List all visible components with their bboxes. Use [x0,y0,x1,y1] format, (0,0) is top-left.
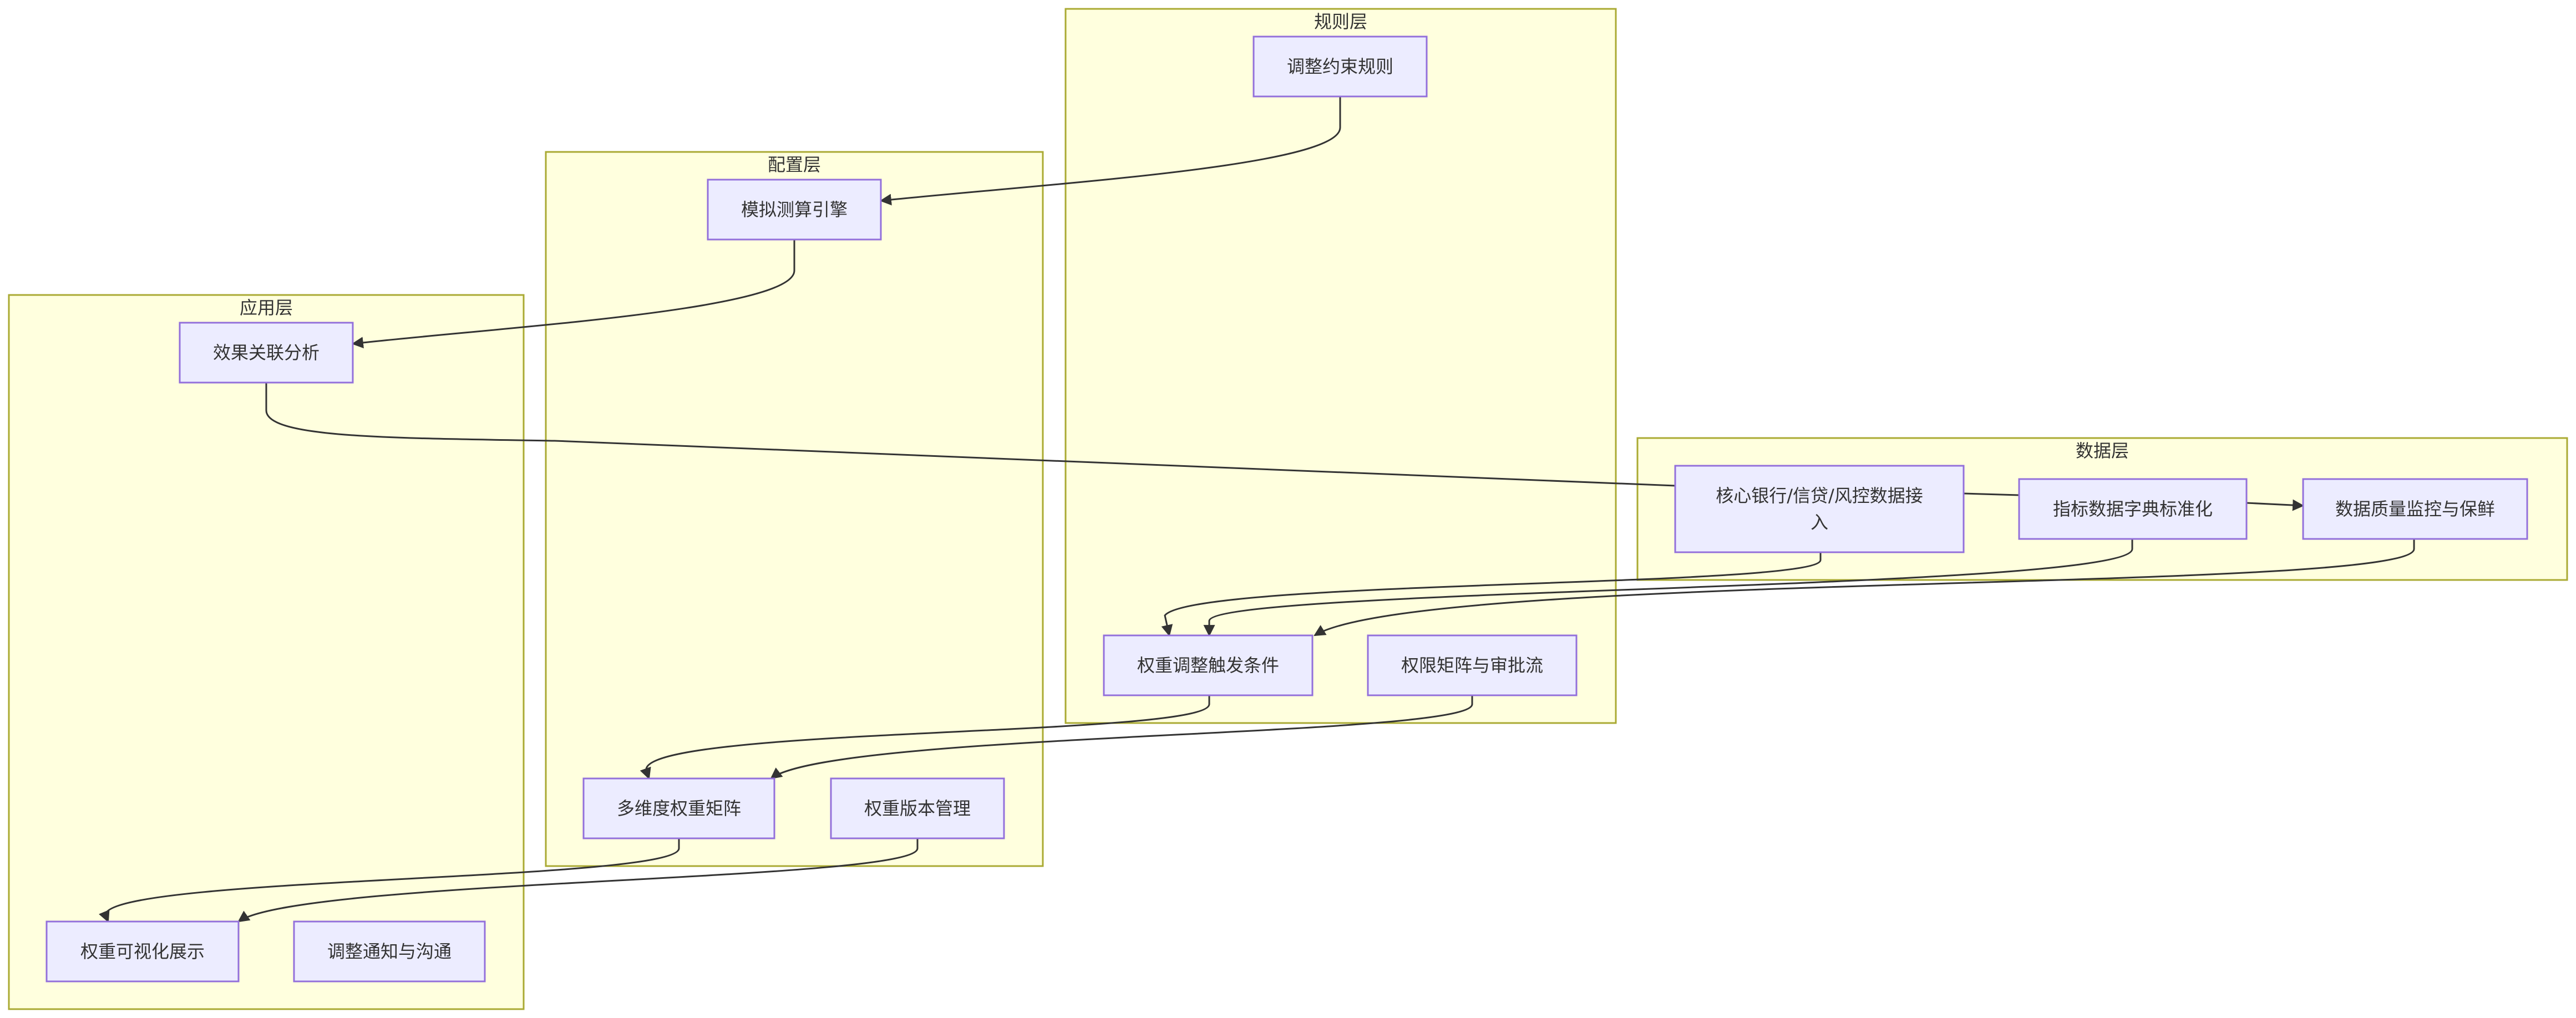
node-visual-display[interactable]: 权重可视化展示 [45,920,240,983]
edge-indicator-dict-to-quality-monitor [2246,499,2305,511]
node-label-indicator-dict: 指标数据字典标准化 [2053,498,2213,520]
cluster-label-rules: 规则层 [1314,11,1367,32]
node-quality-monitor[interactable]: 数据质量监控与保鲜 [2302,478,2528,540]
node-label-effect-analysis: 效果关联分析 [213,342,320,363]
edge-sim-engine-to-effect-analysis [351,240,795,349]
edge-trigger-to-multi-matrix [640,695,1210,780]
edge-core-data-to-trigger [1161,552,1822,637]
edge-auth-matrix-to-multi-matrix [770,695,1473,780]
node-label-trigger-conditions: 权重调整触发条件 [1137,655,1279,676]
node-label-auth-matrix: 权限矩阵与审批流 [1401,655,1543,676]
node-notify[interactable]: 调整通知与沟通 [293,920,486,983]
node-label-sim-engine: 模拟测算引擎 [741,199,848,220]
node-core-data[interactable]: 核心银行/信贷/风控数据接 入 [1674,465,1965,553]
cluster-label-config: 配置层 [768,154,821,175]
node-label-adjust-rules: 调整约束规则 [1287,56,1393,77]
edge-multi-matrix-to-visual-display [99,838,680,923]
cluster-label-app: 应用层 [240,297,293,318]
node-auth-matrix[interactable]: 权限矩阵与审批流 [1367,634,1578,696]
node-label-version-mgmt: 权重版本管理 [864,798,971,819]
node-multi-dim-matrix[interactable]: 多维度权重矩阵 [582,777,775,839]
edge-effect-analysis-to-core-data [265,383,1676,487]
edges [99,96,2415,923]
node-version-mgmt[interactable]: 权重版本管理 [830,777,1005,839]
node-label-visual-display: 权重可视化展示 [80,941,205,962]
node-effect-analysis[interactable]: 效果关联分析 [179,322,354,384]
edge-quality-monitor-to-trigger [1314,539,2415,637]
node-label-notify: 调整通知与沟通 [327,941,452,962]
edge-adjust-rules-to-sim-engine [879,96,1341,206]
node-label-core-data-line2: 入 [1811,512,1828,533]
node-label-quality-monitor: 数据质量监控与保鲜 [2335,498,2495,520]
node-sim-engine[interactable]: 模拟测算引擎 [707,179,882,241]
node-label-multi-dim-matrix: 多维度权重矩阵 [617,798,741,819]
edge-indicator-dict-to-trigger [1203,539,2133,637]
edge-core-data-to-indicator-dict [1963,492,2020,496]
cluster-label-data: 数据层 [2076,440,2129,461]
node-trigger-conditions[interactable]: 权重调整触发条件 [1103,634,1314,696]
node-adjust-rules[interactable]: 调整约束规则 [1252,35,1428,98]
node-indicator-dict[interactable]: 指标数据字典标准化 [2018,478,2248,540]
node-label-core-data-line1: 核心银行/信贷/风控数据接 [1716,485,1923,506]
edge-version-mgmt-to-visual-display [237,838,919,923]
